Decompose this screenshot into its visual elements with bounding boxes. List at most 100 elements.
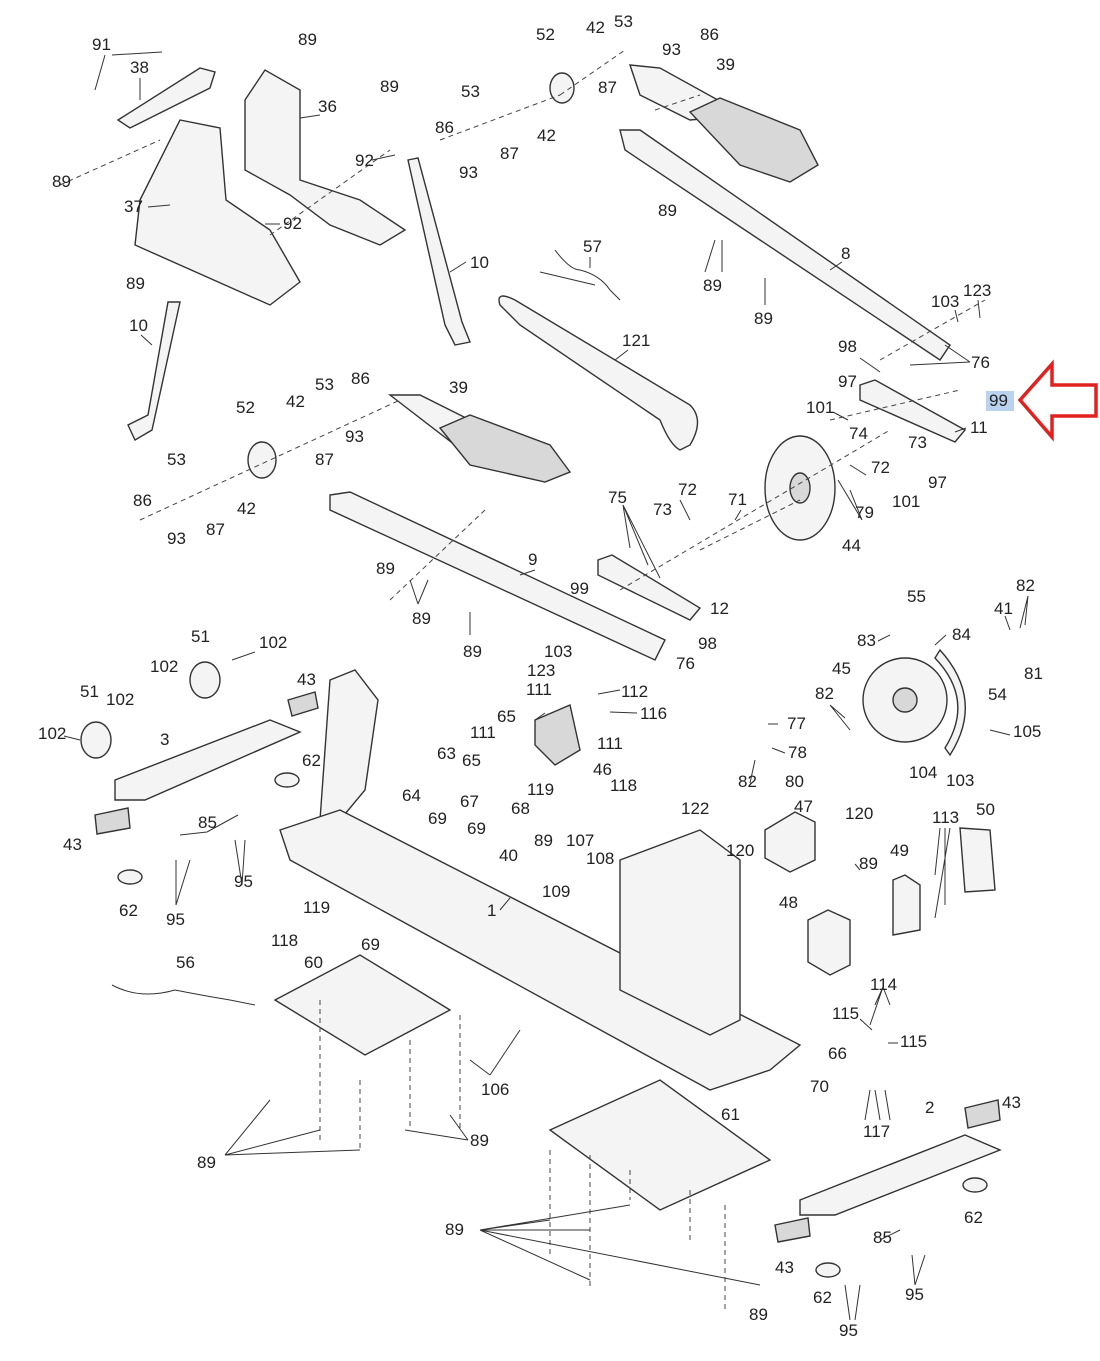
callout-11: 11 — [970, 418, 988, 437]
part-8-pedal-arm-rear — [619, 129, 951, 361]
part-39-footpad-rear — [688, 97, 819, 183]
callout-108: 108 — [586, 849, 614, 868]
callout-75: 75 — [608, 488, 627, 507]
part-upright-post — [319, 669, 379, 821]
callout-2: 2 — [925, 1098, 934, 1117]
callout-57: 57 — [583, 237, 602, 256]
callout-54: 54 — [988, 685, 1007, 704]
callout-97: 97 — [928, 473, 947, 492]
part-47-enclosure — [764, 811, 816, 873]
callout-55: 55 — [907, 587, 926, 606]
callout-123: 123 — [527, 661, 555, 680]
callout-103: 103 — [931, 292, 959, 311]
callout-107: 107 — [566, 831, 594, 850]
callout-51: 51 — [191, 627, 210, 646]
part-11-link-arm — [859, 379, 967, 443]
callout-105: 105 — [1013, 722, 1041, 741]
callout-78: 78 — [788, 743, 807, 762]
callout-92: 92 — [355, 151, 374, 170]
callout-89: 89 — [703, 276, 722, 295]
part-61-base-plate — [548, 1079, 772, 1211]
callout-118: 118 — [271, 931, 298, 950]
part-50-console-label — [959, 827, 996, 893]
callout-89: 89 — [534, 831, 553, 850]
part-46-resistance-motor — [534, 704, 581, 766]
callout-10: 10 — [470, 253, 489, 272]
callout-87: 87 — [206, 520, 225, 539]
callout-103: 103 — [946, 771, 974, 790]
callout-43: 43 — [63, 835, 82, 854]
part-43-pad-d — [774, 1217, 811, 1243]
callout-83: 83 — [857, 631, 876, 650]
callout-62: 62 — [302, 751, 321, 770]
callout-43: 43 — [775, 1258, 794, 1277]
callout-119: 119 — [303, 898, 330, 917]
callout-53: 53 — [614, 12, 633, 31]
callout-52: 52 — [236, 398, 255, 417]
callout-123: 123 — [963, 281, 991, 300]
callout-89: 89 — [126, 274, 145, 293]
callout-95: 95 — [839, 1321, 858, 1340]
callout-43: 43 — [297, 670, 316, 689]
callout-42: 42 — [537, 126, 556, 145]
callout-85: 85 — [198, 813, 217, 832]
callout-102: 102 — [150, 657, 178, 676]
callout-109: 109 — [542, 882, 570, 901]
callout-61: 61 — [721, 1105, 740, 1124]
callout-121: 121 — [622, 331, 650, 350]
part-51-wheel-b — [80, 721, 112, 759]
callout-106: 106 — [481, 1080, 509, 1099]
part-52-pulley-rear — [549, 72, 575, 104]
callout-38: 38 — [130, 58, 149, 77]
callout-99: 99 — [989, 391, 1008, 410]
callout-102: 102 — [38, 724, 66, 743]
callout-67: 67 — [460, 792, 479, 811]
callout-66: 66 — [828, 1044, 847, 1063]
callout-93: 93 — [662, 40, 681, 59]
callout-86: 86 — [133, 491, 152, 510]
callout-85: 85 — [873, 1228, 892, 1247]
part-121-drive-belt — [498, 295, 699, 451]
callout-89: 89 — [197, 1153, 216, 1172]
callout-65: 65 — [497, 707, 516, 726]
callout-48: 48 — [779, 893, 798, 912]
callout-56: 56 — [176, 953, 195, 972]
callout-89: 89 — [380, 77, 399, 96]
callout-87: 87 — [500, 144, 519, 163]
part-48-controller-box — [807, 909, 851, 976]
callout-65: 65 — [462, 751, 481, 770]
part-2-rear-stabilizer — [799, 1134, 1002, 1216]
callout-114: 114 — [870, 975, 897, 994]
part-9-pedal-arm-front — [329, 491, 666, 661]
callout-89: 89 — [52, 172, 71, 191]
part-49-bracket — [892, 874, 921, 936]
part-62-foot-b — [117, 869, 143, 885]
callout-62: 62 — [119, 901, 138, 920]
callout-73: 73 — [653, 500, 672, 519]
part-62-foot-d — [815, 1262, 841, 1278]
callout-102: 102 — [259, 633, 287, 652]
callout-64: 64 — [402, 786, 421, 805]
callout-80: 80 — [785, 772, 804, 791]
part-62-foot-c — [962, 1177, 988, 1193]
part-43-pad-c — [964, 1099, 1001, 1129]
callout-45: 45 — [832, 659, 851, 678]
callout-89: 89 — [470, 1131, 489, 1150]
callout-86: 86 — [700, 25, 719, 44]
callout-8: 8 — [841, 244, 850, 263]
callout-119: 119 — [527, 780, 554, 799]
callout-42: 42 — [237, 499, 256, 518]
callout-89: 89 — [859, 854, 878, 873]
callout-41: 41 — [994, 599, 1013, 618]
part-57-wire-harness — [539, 249, 621, 301]
highlight-box — [986, 391, 1014, 411]
callout-89: 89 — [463, 642, 482, 661]
callout-89: 89 — [376, 559, 395, 578]
callout-120: 120 — [845, 804, 873, 823]
callout-89: 89 — [445, 1220, 464, 1239]
callout-89: 89 — [412, 609, 431, 628]
assembly-line-a — [59, 49, 701, 601]
part-10-upper-arm-right — [407, 157, 471, 346]
callout-69: 69 — [361, 935, 380, 954]
